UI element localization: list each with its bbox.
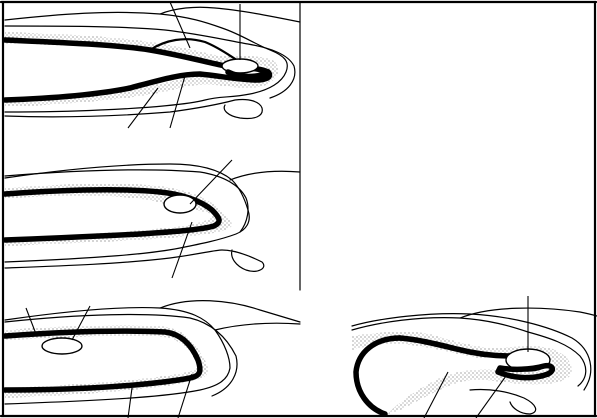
panel-2-vesicle	[164, 195, 196, 213]
panel-3-vesicle	[42, 338, 82, 354]
panel-4-heavy-arc	[356, 338, 400, 414]
panel-3-leader-3	[128, 388, 132, 418]
panel-4-leader-3	[476, 376, 506, 418]
panel-4-mesoderm-band	[352, 332, 572, 414]
panel-2	[5, 160, 300, 278]
panel-2-leader-1	[190, 160, 232, 204]
panel-4	[352, 296, 597, 418]
panel-1	[5, 2, 300, 128]
panel-3	[5, 301, 300, 418]
panel-3-heavy-wall	[5, 331, 200, 390]
